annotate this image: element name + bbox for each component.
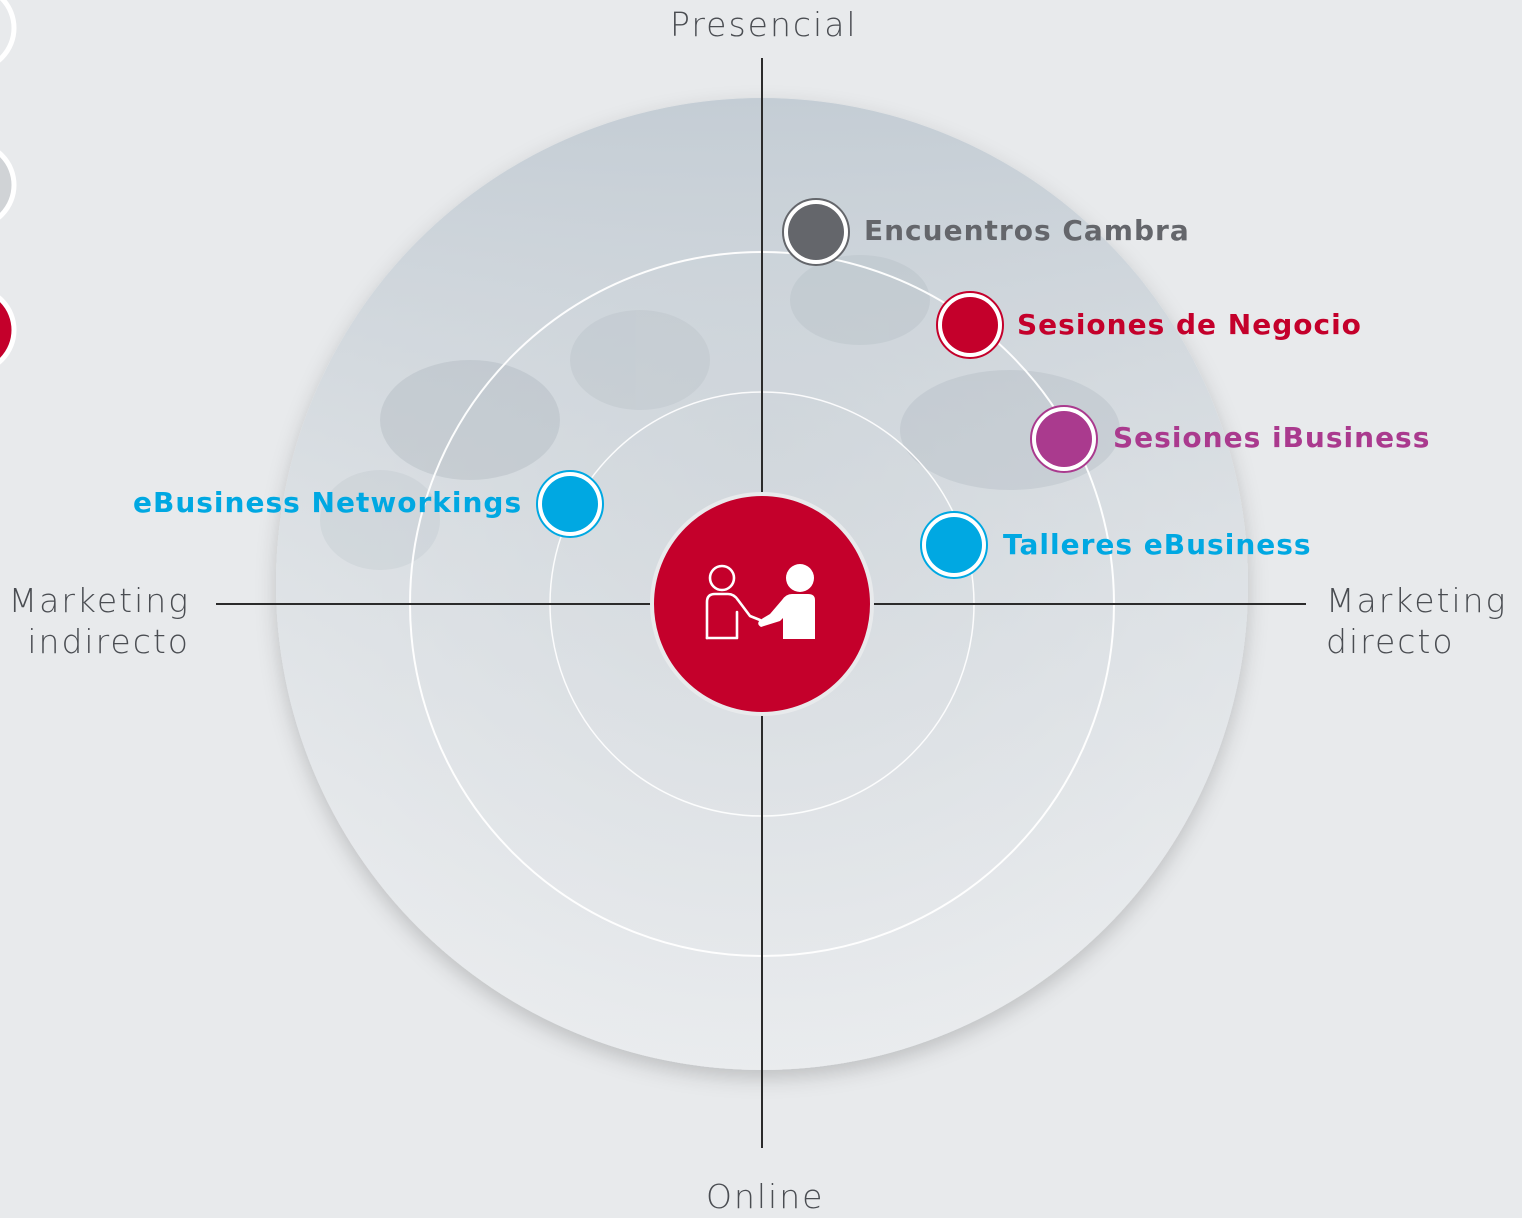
axis-label-right: Marketing directo: [1326, 580, 1522, 663]
edge-circle-2: [0, 150, 17, 220]
item-label-sesiones-negocio[interactable]: Sesiones de Negocio: [1017, 308, 1362, 341]
item-label-ebusiness-networkings[interactable]: eBusiness Networkings: [133, 486, 523, 519]
item-label-talleres-ebusiness[interactable]: Talleres eBusiness: [1003, 528, 1312, 561]
axis-label-left: Marketing indirecto: [0, 580, 190, 663]
item-dot-encuentros-cambra[interactable]: [782, 198, 850, 266]
item-label-encuentros-cambra[interactable]: Encuentros Cambra: [864, 214, 1190, 247]
item-dot-talleres-ebusiness[interactable]: [920, 511, 988, 579]
center-circle: [650, 492, 874, 716]
edge-circle-3: [0, 295, 17, 365]
axis-label-right-line-1: Marketing: [1326, 581, 1508, 620]
axis-label-online: Online: [706, 1177, 825, 1216]
edge-circle-1: [0, 0, 17, 63]
item-dot-sesiones-ibusiness[interactable]: [1030, 405, 1098, 473]
handshake-people-icon: [705, 564, 815, 640]
axis-label-presencial: Presencial: [670, 5, 858, 44]
item-label-sesiones-ibusiness[interactable]: Sesiones iBusiness: [1113, 421, 1431, 454]
axis-label-left-line-2: indirecto: [27, 622, 190, 662]
axis-label-right-line-2: directo: [1326, 622, 1455, 662]
item-dot-ebusiness-networkings[interactable]: [536, 470, 604, 538]
item-dot-sesiones-negocio[interactable]: [936, 291, 1004, 359]
disc-photo-blobs: [320, 255, 1120, 570]
axis-label-left-line-1: Marketing: [8, 581, 190, 620]
